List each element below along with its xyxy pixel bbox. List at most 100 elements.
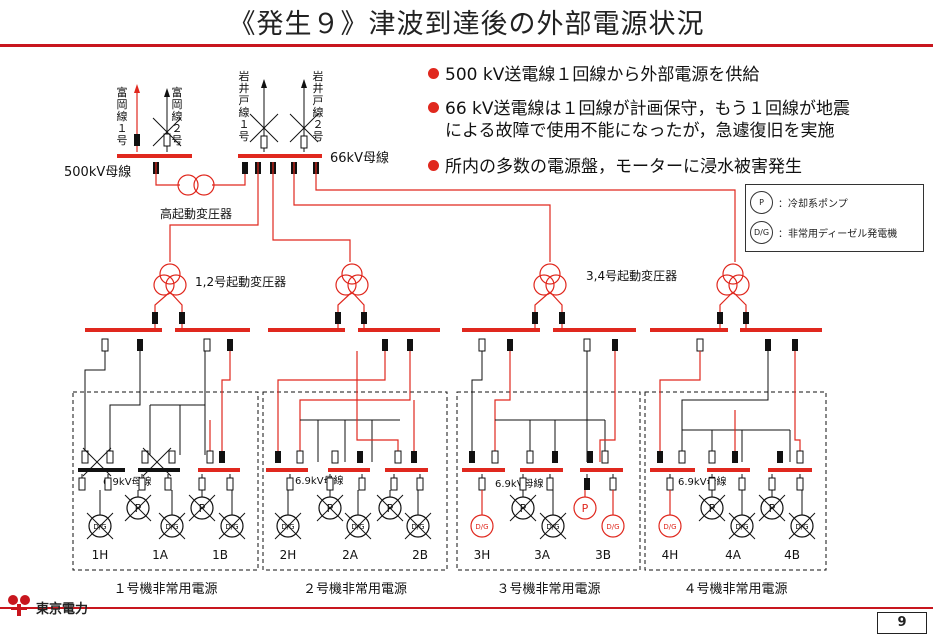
transformer-icon	[193, 174, 215, 196]
bus-bar	[650, 328, 728, 332]
bus-500kv	[117, 154, 192, 158]
line-name-char: 富	[117, 85, 128, 99]
bullet-3: 所内の多数の電源盤，モーターに浸水被害発生	[428, 156, 928, 178]
wire	[356, 351, 399, 462]
unit-footer-label: ３号機非常用電源	[496, 582, 600, 597]
wire	[719, 291, 734, 330]
breaker-open-icon	[168, 450, 176, 464]
transformer-icon	[728, 274, 750, 296]
damaged-x-icon	[509, 494, 537, 522]
breaker-closed-icon	[765, 339, 771, 351]
bus-bar	[266, 468, 308, 472]
wire	[169, 291, 183, 330]
breaker-open-icon	[583, 338, 591, 352]
breaker-closed-icon	[657, 451, 663, 463]
line-name-char: 井	[313, 81, 324, 95]
breaker-closed-icon	[242, 162, 248, 174]
page-title: 《発生９》津波到達後の外部電源状況	[228, 9, 705, 40]
breaker-closed-icon	[717, 312, 723, 324]
breaker-closed-icon	[357, 451, 363, 463]
breaker-closed-icon	[227, 339, 233, 351]
breaker-open-icon	[609, 477, 617, 491]
breaker-closed-icon	[152, 312, 158, 324]
wire	[659, 351, 701, 462]
breaker-open-icon	[708, 450, 716, 464]
bus-name-label: 3A	[534, 548, 551, 562]
transformer-icon	[341, 263, 363, 285]
bus-name-label: 1B	[212, 548, 228, 562]
damaged-x-icon	[404, 512, 432, 540]
breaker-open-icon	[546, 477, 554, 491]
bus-name-label: 1A	[152, 548, 169, 562]
bus-bar	[198, 468, 240, 472]
breaker-open-icon	[708, 477, 716, 491]
wire	[169, 162, 259, 262]
dg-symbol: D/G	[411, 523, 424, 531]
wire	[549, 291, 563, 330]
breaker-closed-icon	[532, 312, 538, 324]
wire	[221, 351, 231, 462]
breaker-open-icon	[738, 477, 746, 491]
dg-icon: D/G	[750, 221, 773, 244]
bus-name-label: 1H	[92, 548, 109, 562]
bus-bar	[358, 328, 440, 332]
breaker-open-icon	[203, 338, 211, 352]
breaker-closed-icon	[743, 312, 749, 324]
damaged-x-icon	[188, 494, 216, 522]
breaker-closed-icon	[552, 451, 558, 463]
tepco-logo-icon	[8, 595, 30, 616]
line-name-char: 井	[239, 81, 250, 95]
breaker-open-icon	[286, 477, 294, 491]
damaged-x-icon	[376, 494, 404, 522]
wire	[351, 291, 365, 330]
breaker-closed-icon	[219, 451, 225, 463]
breaker-closed-icon	[587, 451, 593, 463]
start-transformer-12-label: 1,2号起動変圧器	[195, 274, 286, 289]
bullet-1: 500 kV送電線１回線から外部電源を供給	[428, 64, 928, 86]
line-name-char: １	[117, 122, 128, 135]
pump-symbol: P	[582, 502, 589, 515]
bus-bar	[138, 468, 180, 472]
breaker-open-icon	[394, 450, 402, 464]
breaker-closed-icon	[134, 134, 140, 146]
bullet-dot	[428, 160, 439, 171]
arrow-up-icon	[261, 79, 267, 88]
wire	[471, 351, 483, 462]
line-name-char: 岡	[117, 98, 128, 111]
breaker-open-icon	[206, 450, 214, 464]
arrow-up-icon	[164, 88, 170, 97]
bus-name-label: 3H	[474, 548, 491, 562]
legend-dg-label: ：非常用ディーゼル発電機	[778, 229, 898, 240]
line-name-char: １	[239, 118, 250, 131]
bus-name-label: 4A	[725, 548, 742, 562]
breaker-open-icon	[138, 477, 146, 491]
bus-bar	[520, 468, 563, 472]
breaker-open-icon	[678, 450, 686, 464]
damaged-x-icon	[86, 512, 114, 540]
breaker-open-icon	[300, 135, 308, 149]
footer-divider	[0, 607, 933, 609]
line-name-char: 戸	[239, 94, 250, 107]
legend: P ：冷却系ポンプ D/G ：非常用ディーゼル発電機	[745, 184, 924, 252]
breaker-open-icon	[601, 450, 609, 464]
line-name-char: 戸	[313, 94, 324, 107]
bullet-dot	[428, 68, 439, 79]
bus-66kv	[238, 154, 322, 158]
x-mark-icon	[142, 447, 172, 477]
breaker-open-icon	[260, 135, 268, 149]
bullet-2-cont: による故障で使用不能になったが，急遽復旧を実施	[445, 120, 933, 142]
wire	[154, 291, 171, 330]
damaged-x-icon	[539, 512, 567, 540]
line-name-char: ２	[313, 118, 324, 131]
unit-footer-label: ２号機非常用電源	[303, 582, 407, 597]
bus-bar	[268, 328, 345, 332]
transformer-icon	[153, 274, 175, 296]
transformer-icon	[159, 263, 181, 285]
breaker-open-icon	[141, 450, 149, 464]
breaker-open-icon	[296, 450, 304, 464]
line-name-char: ２	[172, 122, 183, 135]
breaker-open-icon	[416, 477, 424, 491]
line-name-char: 岩	[239, 69, 250, 83]
breaker-open-icon	[796, 477, 804, 491]
